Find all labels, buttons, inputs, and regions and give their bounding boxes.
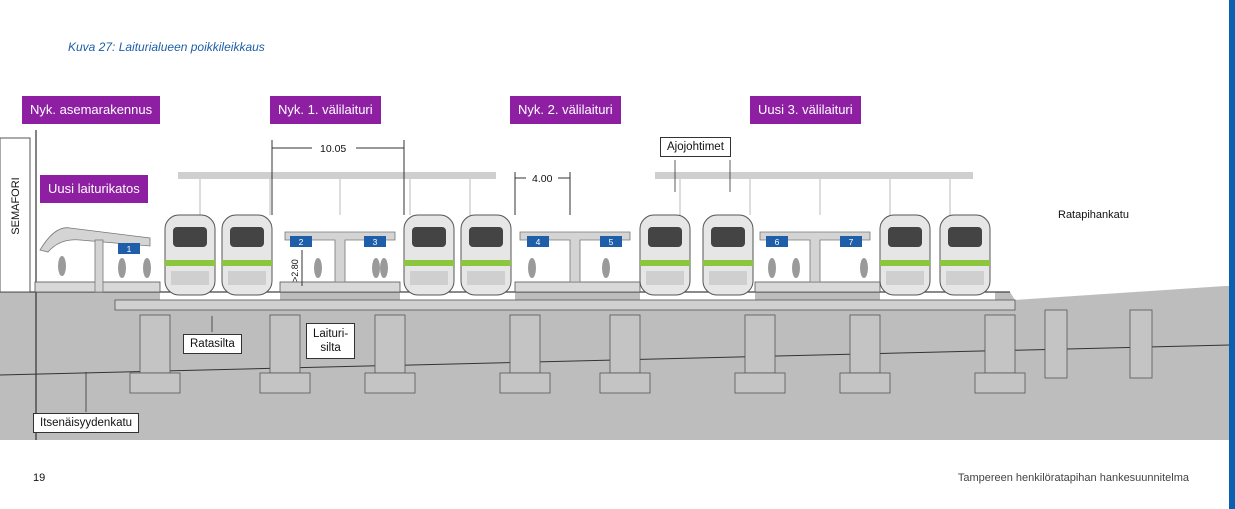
label-itsenaisyydenkatu: Itsenäisyydenkatu — [33, 413, 140, 433]
track-1-number: 1 — [127, 244, 132, 254]
track-4-number: 4 — [536, 237, 541, 247]
track-signs — [118, 236, 862, 254]
label-laiturisilta-line2: silta — [320, 342, 341, 354]
roof-beams — [178, 172, 973, 179]
track-5-number: 5 — [609, 237, 614, 247]
label-laiturisilta-line1: Laituri- — [313, 328, 349, 340]
track-3-number: 3 — [373, 237, 378, 247]
label-ratasilta: Ratasilta — [183, 334, 242, 354]
track-6-number: 6 — [775, 237, 780, 247]
figure-caption: Kuva 27: Laiturialueen poikkileikkaus — [68, 40, 265, 54]
label-semafori: SEMAFORI — [10, 177, 22, 235]
dimension-platform-width: 10.05 — [320, 143, 346, 155]
label-ajojohtimet: Ajojohtimet — [660, 137, 731, 157]
tag-platform-1: Nyk. 1. välilaituri — [270, 96, 381, 124]
tag-new-roof: Uusi laiturikatos — [40, 175, 148, 203]
track-7-number: 7 — [849, 237, 854, 247]
dimension-clearance: >2.80 — [290, 259, 300, 282]
dimension-gap: 4.00 — [532, 173, 553, 185]
document-title: Tampereen henkilöratapihan hankesuunnite… — [957, 472, 1189, 484]
track-2-number: 2 — [299, 237, 304, 247]
bridge-deck — [114, 299, 1016, 311]
label-ratapihankatu: Ratapihankatu — [1058, 209, 1129, 221]
page-number: 19 — [33, 472, 46, 484]
page-edge-bar — [1229, 0, 1235, 509]
people — [58, 256, 868, 278]
tag-platform-2: Nyk. 2. välilaituri — [510, 96, 621, 124]
tag-station-building: Nyk. asemarakennus — [22, 96, 161, 124]
tag-platform-3: Uusi 3. välilaituri — [750, 96, 861, 124]
trains — [164, 214, 991, 296]
piers — [129, 309, 1153, 394]
label-laiturisilta: Laituri- silta — [306, 323, 356, 359]
